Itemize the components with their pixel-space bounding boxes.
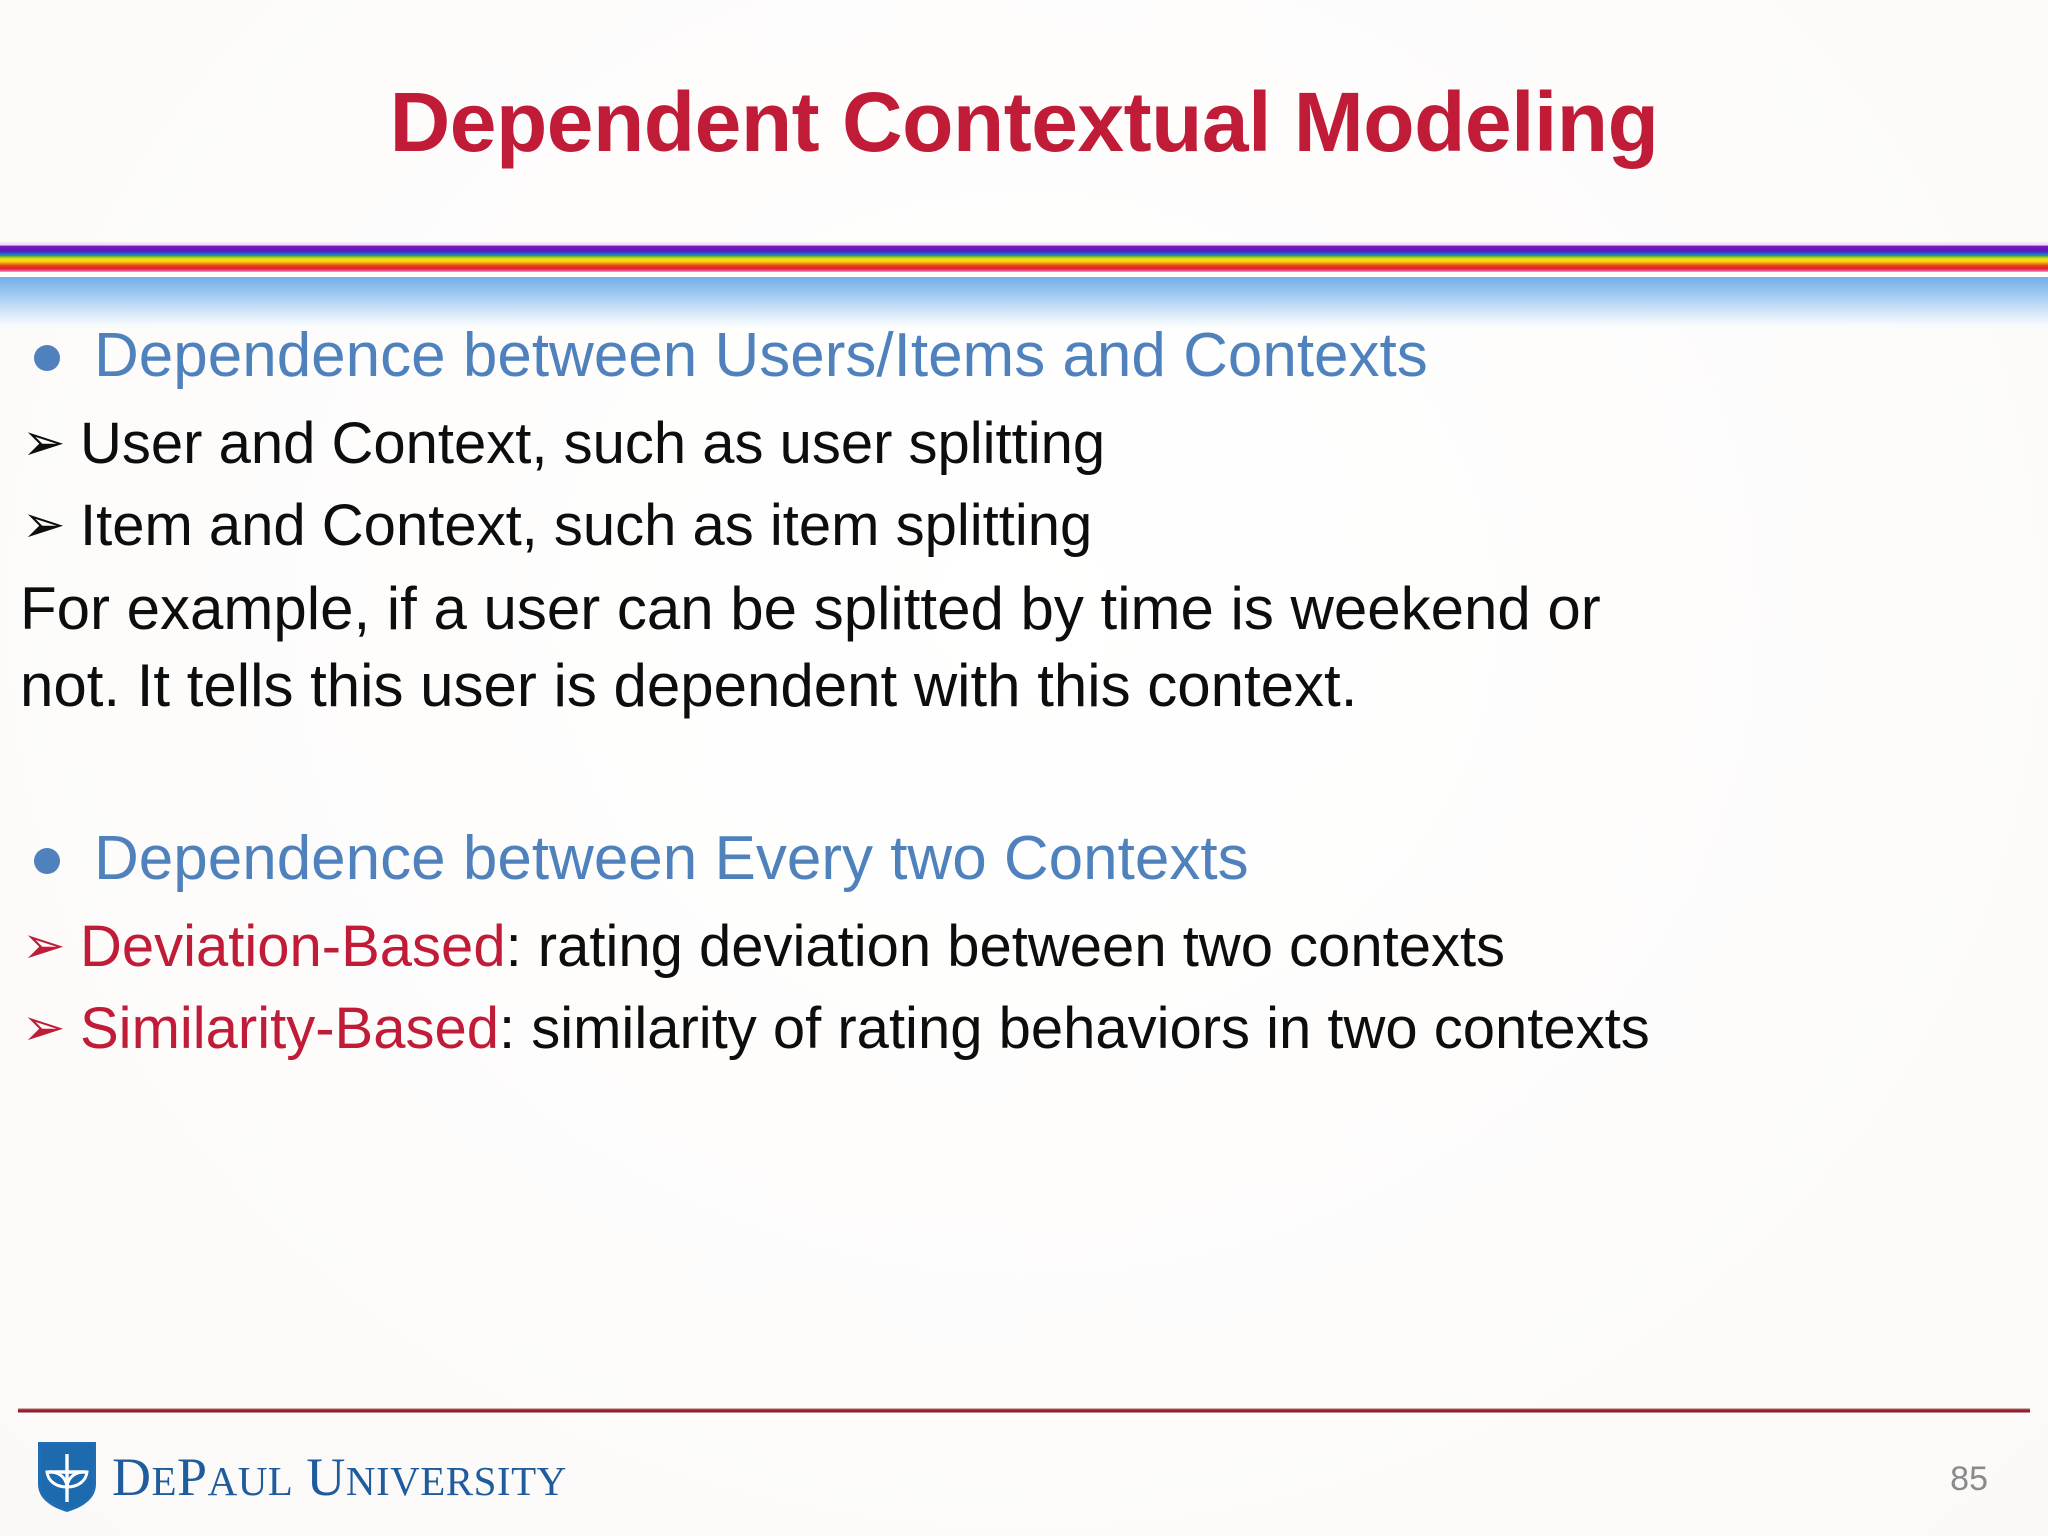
list-item-label: Deviation-Based: rating deviation betwee…	[80, 911, 1505, 983]
logo-p: P	[177, 1447, 208, 1507]
list-item-label: Similarity-Based: similarity of rating b…	[80, 993, 1650, 1065]
section-heading-1: Dependence between Users/Items and Conte…	[0, 318, 2048, 394]
example-paragraph: For example, if a user can be splitted b…	[0, 571, 2010, 725]
title-zone: Dependent Contextual Modeling	[0, 58, 2048, 186]
logo-aul: AUL	[207, 1458, 294, 1504]
section-heading-1-label: Dependence between Users/Items and Conte…	[94, 321, 1428, 390]
list-item-emphasis: Similarity-Based	[80, 995, 499, 1061]
depaul-shield-icon	[36, 1440, 98, 1514]
list-item-rest: : rating deviation between two contexts	[505, 913, 1506, 979]
bullet-dot-icon	[34, 345, 60, 371]
list-item: ➢ Deviation-Based: rating deviation betw…	[0, 911, 2048, 983]
divider-white-gap	[0, 272, 2048, 277]
logo-niversity: NIVERSITY	[345, 1458, 567, 1504]
arrow-bullet-icon: ➢	[22, 998, 66, 1057]
section-heading-2-label: Dependence between Every two Contexts	[94, 824, 1249, 894]
page-title: Dependent Contextual Modeling	[389, 75, 1659, 169]
logo-d: D	[112, 1447, 152, 1507]
arrow-bullet-icon: ➢	[22, 916, 66, 975]
rainbow-divider	[0, 242, 2048, 329]
blue-fade-band	[0, 277, 2048, 329]
list-item-label: Item and Context, such as item splitting	[80, 492, 1093, 558]
slide-body: Dependence between Users/Items and Conte…	[0, 318, 2048, 1074]
logo-e: E	[151, 1458, 178, 1504]
list-item-label: User and Context, such as user splitting	[80, 410, 1106, 476]
logo-u: U	[306, 1447, 346, 1507]
arrow-bullet-icon: ➢	[22, 495, 66, 554]
list-item-emphasis: Deviation-Based	[80, 913, 506, 979]
list-item: ➢ Similarity-Based: similarity of rating…	[0, 993, 2048, 1065]
footer-divider-rule	[18, 1408, 2030, 1413]
example-paragraph-line-1: For example, if a user can be splitted b…	[20, 575, 1601, 643]
list-item: ➢ User and Context, such as user splitti…	[0, 408, 2048, 480]
arrow-bullet-icon: ➢	[22, 413, 66, 472]
section-spacer	[0, 725, 2048, 821]
page-number: 85	[1950, 1460, 1988, 1498]
example-paragraph-line-2: not. It tells this user is dependent wit…	[20, 652, 1358, 720]
list-item: ➢ Item and Context, such as item splitti…	[0, 490, 2048, 562]
bullet-dot-icon	[34, 848, 60, 875]
list-item-rest: : similarity of rating behaviors in two …	[499, 995, 1650, 1061]
rainbow-bar	[0, 242, 2048, 272]
section-heading-2: Dependence between Every two Contexts	[0, 821, 2048, 897]
